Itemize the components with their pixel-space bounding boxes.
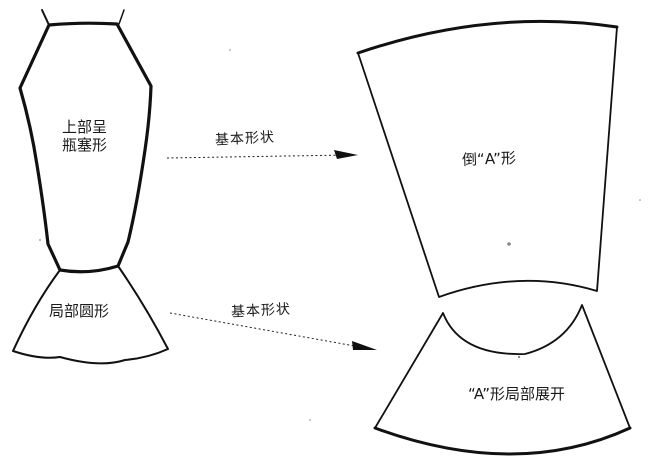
lower-shape-label: 局部圆形 (49, 302, 110, 320)
top-arrow-label: 基本形状 (214, 129, 276, 149)
right-top-shape-edge (356, 19, 619, 55)
scan-speck (309, 419, 311, 421)
upper-shape-label: 上部呈 瓶塞形 (62, 118, 107, 154)
scan-speck (229, 49, 231, 51)
left-top-line-2 (118, 9, 125, 25)
scan-speck (507, 242, 511, 246)
bottom-arrow-line (169, 312, 367, 349)
right-bottom-shape (374, 304, 631, 455)
top-arrow-head (334, 150, 358, 159)
left-upper-body (18, 21, 153, 274)
bottom-arrow-head (352, 341, 377, 350)
left-top-line-1 (41, 9, 50, 26)
bottom-arrow-label: 基本形状 (230, 301, 292, 321)
right-top-shape-label: 倒“A”形 (461, 149, 517, 169)
right-bottom-arc (373, 426, 632, 456)
scan-speck (517, 355, 521, 359)
scan-speck (639, 199, 641, 201)
left-lower-body (12, 265, 169, 365)
top-arrow-line (166, 154, 349, 159)
right-bottom-shape-label: “A”形局部展开 (468, 385, 566, 403)
upper-shape-label-line1: 上部呈 (62, 118, 108, 136)
upper-shape-label-line2: 瓶塞形 (62, 136, 108, 154)
scan-speck (39, 239, 41, 241)
